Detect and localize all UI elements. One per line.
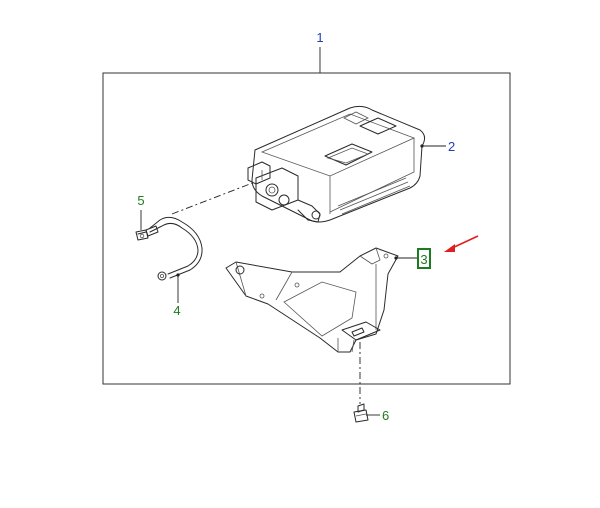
callout-2[interactable]: 2: [448, 139, 455, 154]
callout-3[interactable]: 3: [420, 252, 427, 267]
callout-4[interactable]: 4: [173, 303, 180, 318]
callout-5[interactable]: 5: [137, 193, 144, 208]
bolt-part-5[interactable]: [135, 229, 149, 241]
callout-3-highlight: [417, 248, 431, 269]
control-module-part-2[interactable]: [247, 105, 426, 223]
ground-cable-part-4[interactable]: [145, 216, 203, 281]
leader-dot-2: [420, 144, 424, 148]
assembly-frame: [102, 72, 511, 385]
callout-6[interactable]: 6: [382, 408, 389, 423]
red-arrow-icon: [444, 235, 479, 252]
connector-block: [247, 161, 321, 223]
mounting-bracket-part-3[interactable]: [225, 247, 399, 353]
leader-dot-3: [394, 256, 398, 260]
callout-1[interactable]: 1: [316, 30, 323, 45]
bolt-part-6[interactable]: [353, 403, 369, 423]
assembly-line-cable: [171, 181, 256, 215]
leader-dot-4: [176, 273, 180, 277]
